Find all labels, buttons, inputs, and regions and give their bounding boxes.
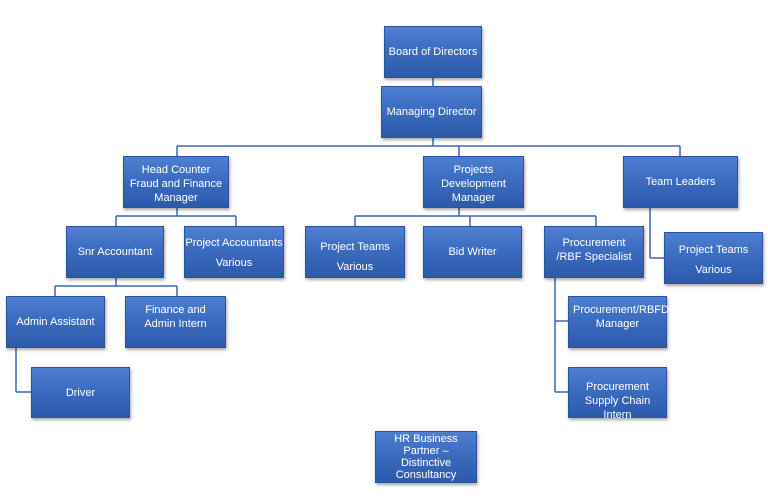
project-accountants-box: Project Accountants Various [184, 226, 284, 278]
team-leaders-box: Team Leaders [623, 156, 738, 208]
finance-admin-intern-label: Finance and Admin Intern [144, 304, 207, 330]
bid-writer-box: Bid Writer [423, 226, 522, 278]
head-counter-fraud-label: Head Counter Fraud and Finance Manager [129, 164, 223, 204]
admin-assistant-label: Admin Assistant [16, 316, 95, 328]
projects-development-manager-label: Projects Development Manager [441, 164, 506, 204]
head-counter-fraud-box: Head Counter Fraud and Finance Manager [123, 156, 229, 208]
team-project-teams-box: Project Teams Various [664, 232, 763, 284]
admin-assistant-box: Admin Assistant [6, 296, 105, 348]
procurement-data-manager-box: Procurement/RBFData Manager [568, 296, 684, 348]
driver-label: Driver [65, 386, 96, 399]
board-of-directors-box: Board of Directors [384, 26, 482, 78]
snr-accountant-box: Snr Accountant [66, 226, 164, 278]
hr-business-partner-label: HR Business Partner – Distinctive Consul… [394, 433, 458, 481]
project-accountants-label: Project Accountants [185, 237, 283, 249]
projects-development-manager-box: Projects Development Manager [423, 156, 524, 208]
finance-admin-intern-box: Finance and Admin Intern [125, 296, 226, 348]
bid-writer-label: Bid Writer [448, 246, 497, 258]
team-project-teams-label: Project Teams [678, 244, 749, 256]
procurement-supply-chain-intern-box: Procurement Supply Chain Intern [568, 367, 667, 421]
team-leaders-label: Team Leaders [645, 176, 716, 188]
project-teams-sub-label: Various [336, 261, 374, 273]
snr-accountant-label: Snr Accountant [77, 246, 153, 258]
project-accountants-sub-label: Various [215, 257, 253, 269]
hr-business-partner-box: HR Business Partner – Distinctive Consul… [375, 431, 477, 483]
project-teams-box: Project Teams Various [305, 226, 405, 278]
managing-director-box: Managing Director [381, 86, 482, 138]
procurement-data-manager-label: Procurement/RBFData Manager [573, 304, 685, 330]
procurement-rbf-box: Procurement /RBF Specialist [544, 226, 644, 278]
procurement-rbf-label: Procurement /RBF Specialist [556, 237, 632, 263]
procurement-supply-chain-intern-label: Procurement Supply Chain Intern [584, 381, 651, 421]
driver-box: Driver [31, 367, 130, 418]
board-of-directors-label: Board of Directors [388, 46, 478, 58]
managing-director-label: Managing Director [386, 106, 477, 118]
project-teams-label: Project Teams [320, 241, 390, 253]
team-project-teams-sub-label: Various [695, 264, 732, 276]
